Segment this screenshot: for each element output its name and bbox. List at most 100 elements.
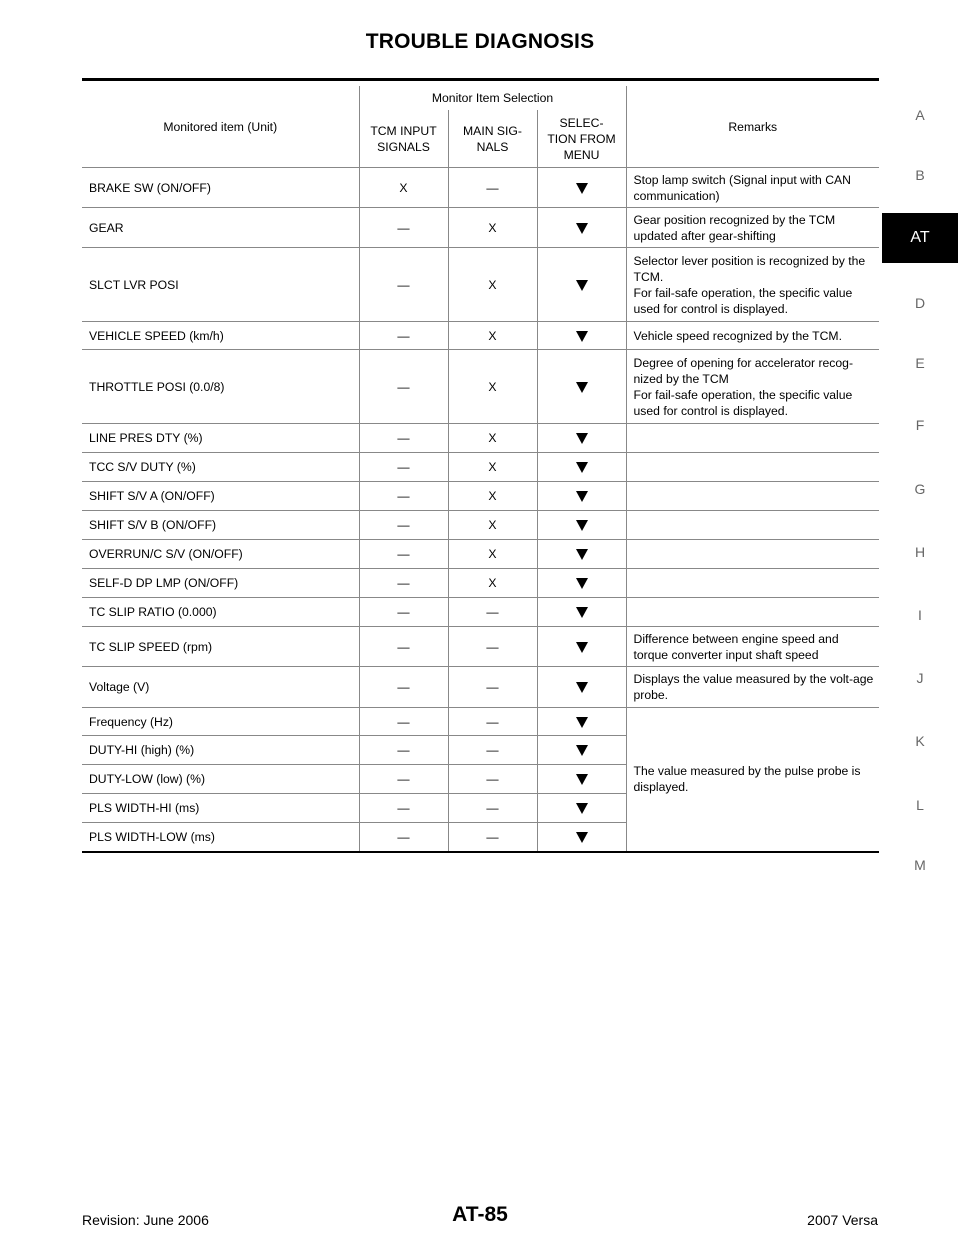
- main-signals-cell: X: [447, 321, 537, 350]
- monitored-item-cell: THROTTLE POSI (0.0/8): [82, 349, 359, 424]
- down-triangle-icon: [575, 803, 588, 815]
- header-main-signals: MAIN SIG-NALS: [447, 110, 537, 168]
- table-row: Frequency (Hz)——The value measured by th…: [82, 707, 880, 852]
- down-triangle-icon: [575, 745, 588, 757]
- tcm-input-cell: —: [358, 626, 448, 667]
- section-tab-at[interactable]: AT: [882, 213, 958, 263]
- tcm-input-cell: —: [358, 568, 448, 598]
- selection-from-menu-cell: [536, 539, 627, 569]
- header-remarks: Remarks: [625, 86, 880, 168]
- header-monitor-item-selection: Monitor Item Selection: [358, 86, 627, 110]
- main-signals-cell: X: [447, 423, 537, 453]
- monitored-item-cell: PLS WIDTH-LOW (ms): [82, 822, 359, 852]
- selection-from-menu-cell: [536, 247, 627, 322]
- selection-from-menu-cell: [536, 793, 627, 823]
- tcm-input-cell: —: [358, 707, 448, 736]
- section-tab-f[interactable]: F: [915, 417, 925, 433]
- selection-from-menu-cell: [536, 666, 627, 708]
- main-signals-cell: —: [447, 764, 537, 794]
- monitored-item-cell: TC SLIP SPEED (rpm): [82, 626, 359, 667]
- table-row: TC SLIP SPEED (rpm)——Difference between …: [82, 626, 880, 667]
- main-signals-cell: —: [447, 707, 537, 736]
- section-tab-e[interactable]: E: [915, 355, 925, 371]
- table-row: SLCT LVR POSI—X Selector lever position i…: [82, 247, 880, 322]
- table-row: SHIFT S/V B (ON/OFF)—X: [82, 510, 880, 540]
- main-signals-cell: X: [447, 568, 537, 598]
- monitored-item-cell: SHIFT S/V B (ON/OFF): [82, 510, 359, 540]
- tcm-input-cell: —: [358, 597, 448, 627]
- title-rule: [82, 78, 879, 81]
- section-tab-a[interactable]: A: [915, 107, 925, 123]
- selection-from-menu-cell: [536, 481, 627, 511]
- remarks-cell: Gear position recognized by the TCM upda…: [625, 207, 880, 248]
- main-signals-cell: —: [447, 597, 537, 627]
- monitored-item-cell: Frequency (Hz): [82, 707, 359, 736]
- section-tab-d[interactable]: D: [914, 295, 926, 311]
- monitored-item-cell: SLCT LVR POSI: [82, 247, 359, 322]
- down-triangle-icon: [575, 381, 588, 393]
- monitored-item-cell: DUTY-HI (high) (%): [82, 735, 359, 765]
- monitored-item-cell: PLS WIDTH-HI (ms): [82, 793, 359, 823]
- tcm-input-cell: —: [358, 247, 448, 322]
- remarks-cell: Selector lever position is recognized by…: [625, 247, 880, 322]
- tcm-input-cell: —: [358, 666, 448, 708]
- section-tab-l[interactable]: L: [916, 797, 924, 813]
- main-signals-cell: X: [447, 207, 537, 248]
- table-row: OVERRUN/C S/V (ON/OFF)—X: [82, 539, 880, 569]
- selection-from-menu-cell: [536, 597, 627, 627]
- down-triangle-icon: [575, 716, 588, 728]
- section-tab-h[interactable]: H: [914, 544, 926, 560]
- remarks-cell: The value measured by the pulse probe is…: [625, 707, 880, 852]
- monitored-item-cell: TC SLIP RATIO (0.000): [82, 597, 359, 627]
- tcm-input-cell: —: [358, 793, 448, 823]
- table-row: DUTY-LOW (low) (%)——: [82, 764, 879, 794]
- down-triangle-icon: [575, 578, 588, 590]
- selection-from-menu-cell: [536, 167, 627, 208]
- monitored-item-cell: BRAKE SW (ON/OFF): [82, 167, 359, 208]
- section-tab-i[interactable]: I: [918, 607, 922, 623]
- selection-from-menu-cell: [536, 822, 627, 852]
- section-tab-g[interactable]: G: [914, 481, 926, 497]
- section-tab-b[interactable]: B: [915, 167, 925, 183]
- main-signals-cell: —: [447, 793, 537, 823]
- monitored-item-cell: GEAR: [82, 207, 359, 248]
- main-signals-cell: X: [447, 349, 537, 424]
- tcm-input-cell: —: [358, 481, 448, 511]
- tcm-input-cell: —: [358, 321, 448, 350]
- section-tab-m[interactable]: M: [914, 857, 926, 873]
- down-triangle-icon: [575, 549, 588, 561]
- main-signals-cell: X: [447, 481, 537, 511]
- model-name: 2007 Versa: [807, 1212, 878, 1228]
- tcm-input-cell: —: [358, 764, 448, 794]
- remarks-cell: [625, 597, 880, 627]
- section-tab-k[interactable]: K: [915, 733, 925, 749]
- page-number: AT-85: [452, 1203, 508, 1226]
- table-row: PLS WIDTH-LOW (ms)——: [82, 822, 879, 852]
- monitored-item-cell: SHIFT S/V A (ON/OFF): [82, 481, 359, 511]
- tcm-input-cell: —: [358, 510, 448, 540]
- down-triangle-icon: [575, 641, 588, 653]
- table-row: SELF-D DP LMP (ON/OFF)—X: [82, 568, 880, 598]
- tcm-input-cell: X: [358, 167, 448, 208]
- table-row: BRAKE SW (ON/OFF)X—Stop lamp switch (Sig…: [82, 167, 880, 208]
- down-triangle-icon: [575, 279, 588, 291]
- main-signals-cell: X: [447, 247, 537, 322]
- down-triangle-icon: [575, 330, 588, 342]
- main-signals-cell: —: [447, 735, 537, 765]
- tcm-input-cell: —: [358, 539, 448, 569]
- down-triangle-icon: [575, 182, 588, 194]
- section-tab-j[interactable]: J: [916, 670, 924, 686]
- main-signals-cell: X: [447, 452, 537, 482]
- down-triangle-icon: [575, 607, 588, 619]
- table-row: DUTY-HI (high) (%)——: [82, 735, 879, 765]
- tcm-input-cell: —: [358, 735, 448, 765]
- main-signals-cell: —: [447, 626, 537, 667]
- down-triangle-icon: [575, 222, 588, 234]
- table-row: LINE PRES DTY (%)—X: [82, 423, 880, 453]
- remarks-cell: [625, 539, 880, 569]
- selection-from-menu-cell: [536, 452, 627, 482]
- remarks-cell: Vehicle speed recognized by the TCM.: [625, 321, 880, 350]
